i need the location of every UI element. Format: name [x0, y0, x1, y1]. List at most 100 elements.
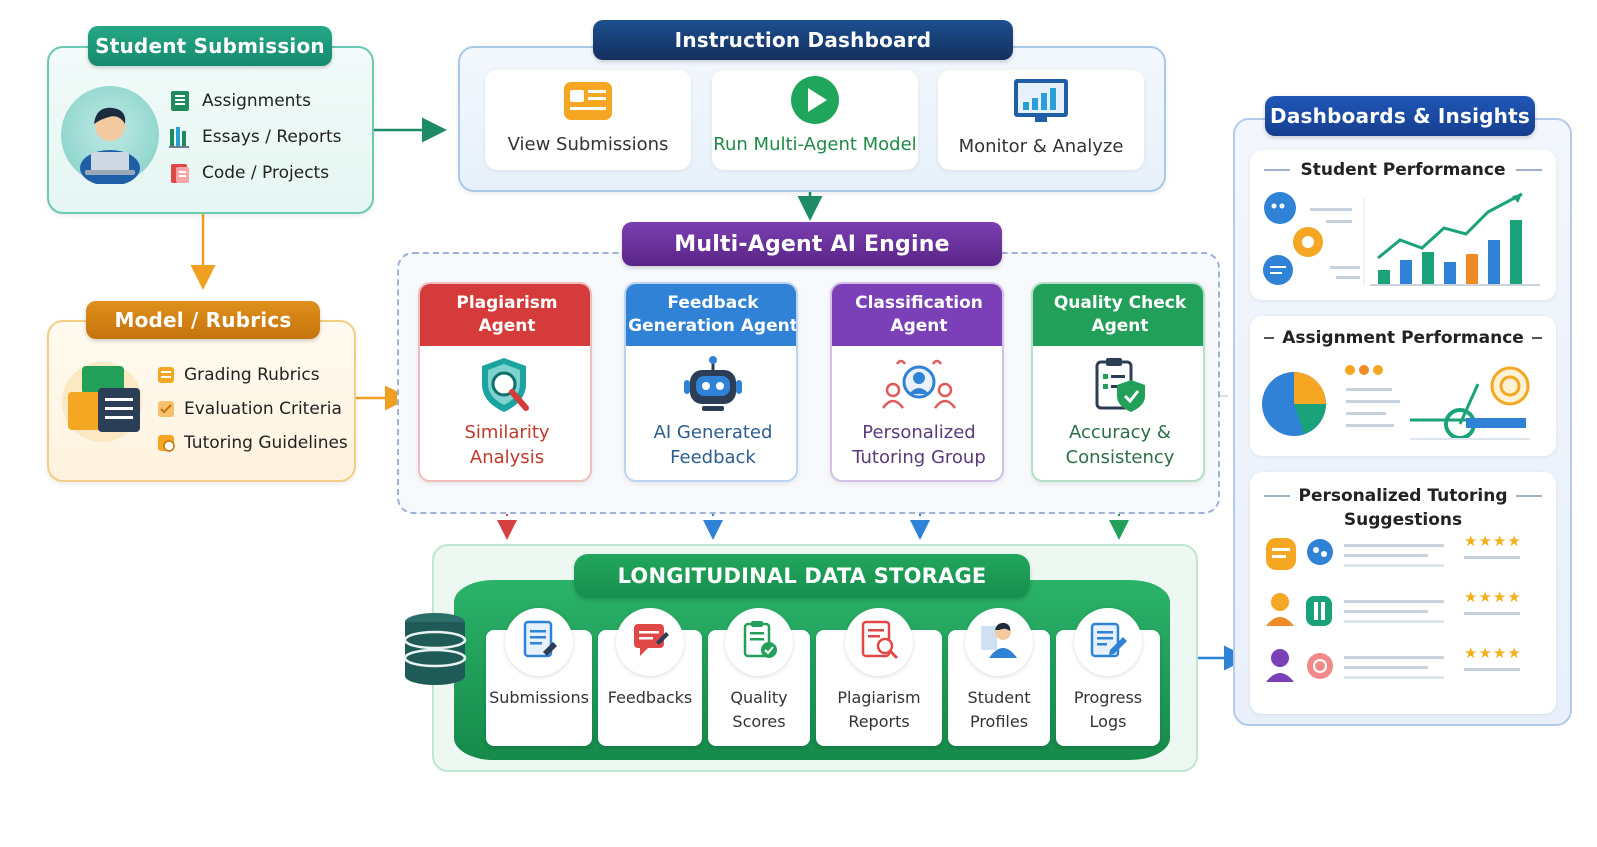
model-rubrics-title: Model / Rubrics: [86, 301, 320, 339]
play-icon: [791, 76, 839, 124]
instruction-dashboard-title: Instruction Dashboard: [593, 20, 1013, 60]
assignment-performance-card: Assignment Performance: [1250, 316, 1556, 456]
submission-item-essays: Essays / Reports: [168, 124, 358, 150]
storage-item-line2: Logs: [1089, 712, 1127, 731]
agent-desc-line1: Accuracy &: [1069, 422, 1171, 443]
agent-desc-line1: Personalized: [862, 422, 976, 443]
agent-desc-line2: Tutoring Group: [852, 447, 986, 468]
storage-item-line2: Profiles: [969, 712, 1029, 731]
storage-item-line2: Reports: [848, 712, 910, 731]
submissions-card-icon: [564, 82, 612, 120]
rubrics-stack-illustration: [60, 360, 150, 444]
student-laptop-icon: [80, 107, 140, 186]
tutoring-suggestion-row: ★★★★: [1264, 588, 1544, 634]
storage-item[interactable]: Student Profiles: [948, 608, 1050, 746]
step-label: Run Multi-Agent Model: [713, 134, 917, 155]
student-performance-chart-icon: [1263, 192, 1540, 286]
storage-title: LONGITUDINAL DATA STORAGE: [574, 554, 1030, 598]
storage-item[interactable]: Feedbacks: [598, 608, 702, 746]
submission-item-label: Essays / Reports: [202, 127, 342, 147]
rubrics-docs-icon: [62, 362, 142, 442]
submissions-doc-icon: [517, 618, 561, 666]
rating-stars: ★★★★: [1464, 644, 1522, 662]
tutor-chat-icon: [1266, 538, 1333, 570]
group-icon: [832, 354, 1002, 416]
rating-stars: ★★★★: [1464, 588, 1522, 606]
storage-item[interactable]: Quality Scores: [708, 608, 810, 746]
assignment-performance-chart-icon: [1262, 365, 1530, 440]
quality-scores-icon: [737, 618, 781, 666]
agent-title-line2: Agent: [478, 316, 536, 336]
storage-item-line1: Submissions: [489, 688, 589, 707]
assignments-icon: [171, 91, 189, 111]
agent-card[interactable]: Feedback Generation Agent AI Generated F…: [624, 282, 798, 482]
progress-logs-icon: [1086, 618, 1130, 666]
agent-card[interactable]: Plagiarism Agent Similarity Analysis: [418, 282, 592, 482]
agent-title-line1: Classification: [855, 293, 983, 313]
agent-title-line2: Generation Agent: [628, 316, 798, 336]
evaluation-criteria-icon: [158, 401, 174, 417]
agent-title-line2: Agent: [1091, 316, 1149, 336]
agent-desc-line1: Similarity: [464, 422, 550, 443]
code-icon: [171, 164, 189, 183]
tutoring-suggestions-title-line1: Personalized Tutoring: [1298, 486, 1508, 506]
database-icon: [402, 612, 468, 686]
rubric-item-label: Evaluation Criteria: [184, 399, 342, 419]
rubric-item-evaluation: Evaluation Criteria: [156, 396, 352, 422]
rating-stars: ★★★★: [1464, 532, 1522, 550]
rubric-item-label: Grading Rubrics: [184, 365, 320, 385]
clipboard-check-icon: [1033, 354, 1203, 416]
rubric-item-tutoring: Tutoring Guidelines: [156, 430, 352, 456]
storage-item-line1: Student: [967, 688, 1031, 707]
tutoring-suggestion-row: ★★★★: [1264, 644, 1544, 690]
step-run-multi-agent-model[interactable]: Run Multi-Agent Model: [712, 70, 918, 170]
rubric-item-grading: Grading Rubrics: [156, 362, 352, 388]
tutoring-suggestions-card: Personalized Tutoring Suggestions ★★★★ ★…: [1250, 472, 1556, 714]
step-label: View Submissions: [507, 134, 669, 155]
agent-title-line2: Agent: [890, 316, 948, 336]
assignment-performance-title: Assignment Performance: [1282, 328, 1524, 348]
robot-icon: [626, 354, 796, 416]
agent-header: Classification Agent: [832, 284, 1002, 346]
agent-header: Quality Check Agent: [1033, 284, 1203, 346]
student-performance-card: Student Performance: [1250, 150, 1556, 300]
submission-item-code: Code / Projects: [168, 160, 358, 186]
storage-item-line1: Feedbacks: [607, 688, 693, 707]
submission-item-label: Assignments: [202, 91, 311, 111]
agent-header: Feedback Generation Agent: [626, 284, 798, 346]
agent-desc-line2: Feedback: [670, 447, 756, 468]
agent-desc-line2: Analysis: [469, 447, 545, 468]
student-submission-title: Student Submission: [88, 26, 332, 66]
agent-desc-line1: AI Generated: [653, 422, 773, 443]
submission-item-label: Code / Projects: [202, 163, 330, 183]
tutoring-suggestions-title-line2: Suggestions: [1343, 510, 1463, 530]
student-profile-icon: [977, 618, 1021, 666]
storage-item-line1: Progress: [1073, 688, 1143, 707]
storage-item-line1: Quality: [730, 688, 788, 707]
agent-title-line1: Feedback: [667, 293, 759, 313]
storage-item[interactable]: Progress Logs: [1056, 608, 1160, 746]
essays-icon: [169, 127, 189, 148]
agent-card[interactable]: Quality Check Agent Accuracy & Consisten…: [1031, 282, 1205, 482]
step-monitor-analyze[interactable]: Monitor & Analyze: [938, 70, 1144, 170]
agent-desc-line2: Consistency: [1065, 447, 1175, 468]
storage-item[interactable]: Plagiarism Reports: [816, 608, 942, 746]
shield-search-icon: [420, 354, 590, 416]
agent-title-line1: Quality Check: [1053, 293, 1187, 313]
step-view-submissions[interactable]: View Submissions: [485, 70, 691, 170]
tutor-profile-icon: [1266, 593, 1332, 626]
insights-title: Dashboards & Insights: [1265, 96, 1535, 136]
agent-header: Plagiarism Agent: [420, 284, 590, 346]
student-performance-title: Student Performance: [1300, 160, 1506, 180]
monitor-chart-icon: [1014, 79, 1068, 122]
tutor-student-icon: [1266, 649, 1333, 682]
storage-item[interactable]: Submissions: [486, 608, 592, 746]
student-avatar: [61, 86, 159, 186]
grading-rubrics-icon: [158, 367, 174, 383]
plagiarism-report-icon: [857, 618, 901, 666]
agent-card[interactable]: Classification Agent Personalized Tutori…: [830, 282, 1004, 482]
step-label: Monitor & Analyze: [958, 136, 1124, 157]
agent-title-line1: Plagiarism: [456, 293, 558, 313]
rubric-item-label: Tutoring Guidelines: [184, 433, 348, 453]
tutoring-guidelines-icon: [158, 435, 175, 452]
